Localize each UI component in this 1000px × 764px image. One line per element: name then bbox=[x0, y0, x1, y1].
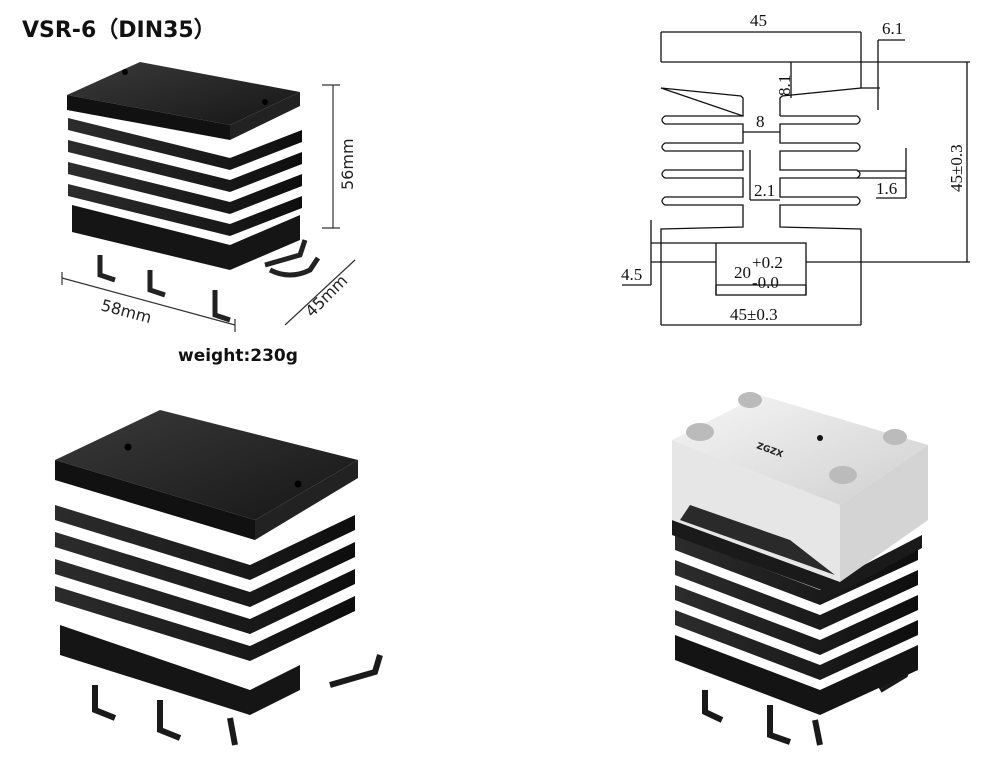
cad-gap: 2.1 bbox=[754, 181, 775, 200]
heatsink-photo-small bbox=[67, 62, 321, 323]
cad-slot-tol-minus: -0.0 bbox=[752, 273, 779, 292]
din-clip-large bbox=[92, 654, 383, 746]
depth-dimension: 45mm bbox=[301, 271, 351, 321]
cad-top-plate: 8.1 bbox=[775, 75, 794, 96]
cad-fin-thickness: 1.6 bbox=[876, 179, 897, 198]
cad-rail-depth: 4.5 bbox=[621, 265, 642, 284]
din-clip bbox=[97, 239, 321, 323]
cad-stem-width: 8 bbox=[756, 112, 765, 131]
relay-assembly-photo: ZGZX bbox=[672, 392, 928, 746]
cad-slot-base: 20 bbox=[734, 263, 751, 282]
heatsink-photo-large bbox=[55, 410, 383, 746]
dimension-lines bbox=[61, 84, 356, 332]
product-title: VSR-6（DIN35） bbox=[22, 18, 216, 43]
cad-slot-tol-plus: +0.2 bbox=[752, 253, 783, 272]
relay-body: ZGZX bbox=[672, 392, 928, 582]
cad-bottom-width: 45±0.3 bbox=[730, 305, 778, 324]
cad-drawing: 45 6.1 8.1 8 2.1 1.6 45±0.3 4.5 20 +0.2 … bbox=[621, 11, 970, 326]
weight-label: weight:230g bbox=[178, 346, 298, 366]
fins bbox=[68, 118, 302, 236]
cad-top-width: 45 bbox=[750, 11, 767, 30]
height-dimension: 56mm bbox=[338, 138, 357, 190]
cad-fin-offset: 6.1 bbox=[882, 19, 903, 38]
cad-fins bbox=[660, 115, 862, 325]
fins-large bbox=[55, 505, 355, 661]
cad-total-height: 45±0.3 bbox=[947, 144, 966, 192]
relay-heatsink-fins bbox=[675, 535, 918, 715]
